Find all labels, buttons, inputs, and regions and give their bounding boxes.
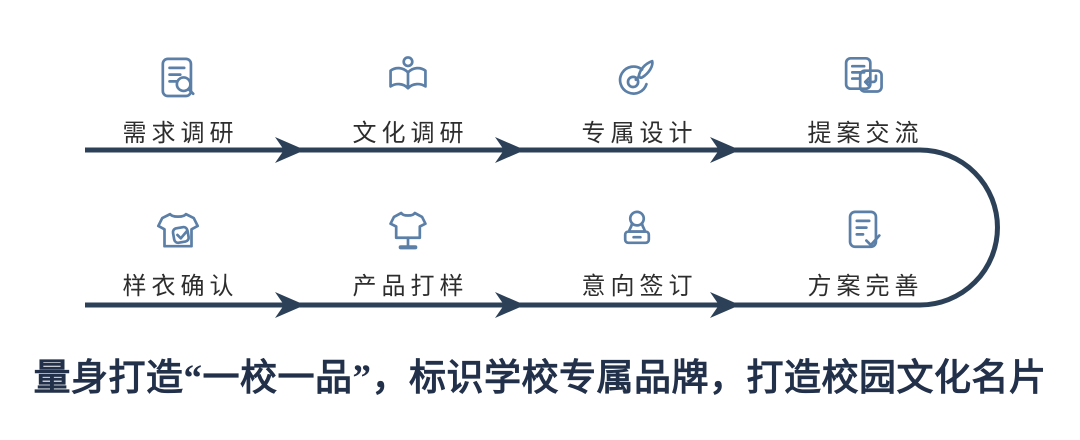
design-pen-icon bbox=[610, 50, 664, 106]
step-label: 产品打样 bbox=[352, 273, 469, 300]
step-needs-research: 需求调研 bbox=[93, 50, 263, 148]
tshirt-check-icon bbox=[151, 203, 205, 259]
step-label: 提案交流 bbox=[807, 120, 924, 147]
document-search-icon bbox=[151, 50, 205, 106]
tagline: 量身打造“一校一品”，标识学校专属品牌，打造校园文化名片 bbox=[33, 358, 1047, 399]
arrow-right-icon bbox=[275, 292, 305, 318]
step-label: 文化调研 bbox=[352, 120, 469, 147]
flow-path bbox=[85, 147, 1000, 308]
arrow-right-icon bbox=[710, 137, 740, 163]
document-check-icon bbox=[836, 203, 890, 259]
step-sample-confirmation: 样衣确认 bbox=[93, 203, 263, 301]
step-exclusive-design: 专属设计 bbox=[552, 50, 722, 148]
step-label: 方案完善 bbox=[807, 273, 924, 300]
step-label: 意向签订 bbox=[581, 273, 698, 300]
arrow-right-icon bbox=[710, 292, 740, 318]
document-exchange-icon bbox=[836, 50, 890, 106]
arrow-right-icon bbox=[495, 137, 525, 163]
step-product-sampling: 产品打样 bbox=[323, 203, 493, 301]
arrow-right-icon bbox=[275, 137, 305, 163]
book-reader-icon bbox=[381, 50, 435, 106]
stamp-icon bbox=[610, 203, 664, 259]
step-label: 需求调研 bbox=[122, 120, 239, 147]
tshirt-stand-icon bbox=[381, 203, 435, 259]
step-label: 专属设计 bbox=[581, 120, 698, 147]
arrow-right-icon bbox=[495, 292, 525, 318]
step-culture-research: 文化调研 bbox=[323, 50, 493, 148]
step-plan-refinement: 方案完善 bbox=[778, 203, 948, 301]
step-proposal-exchange: 提案交流 bbox=[778, 50, 948, 148]
step-label: 样衣确认 bbox=[122, 273, 239, 300]
step-intent-signing: 意向签订 bbox=[552, 203, 722, 301]
